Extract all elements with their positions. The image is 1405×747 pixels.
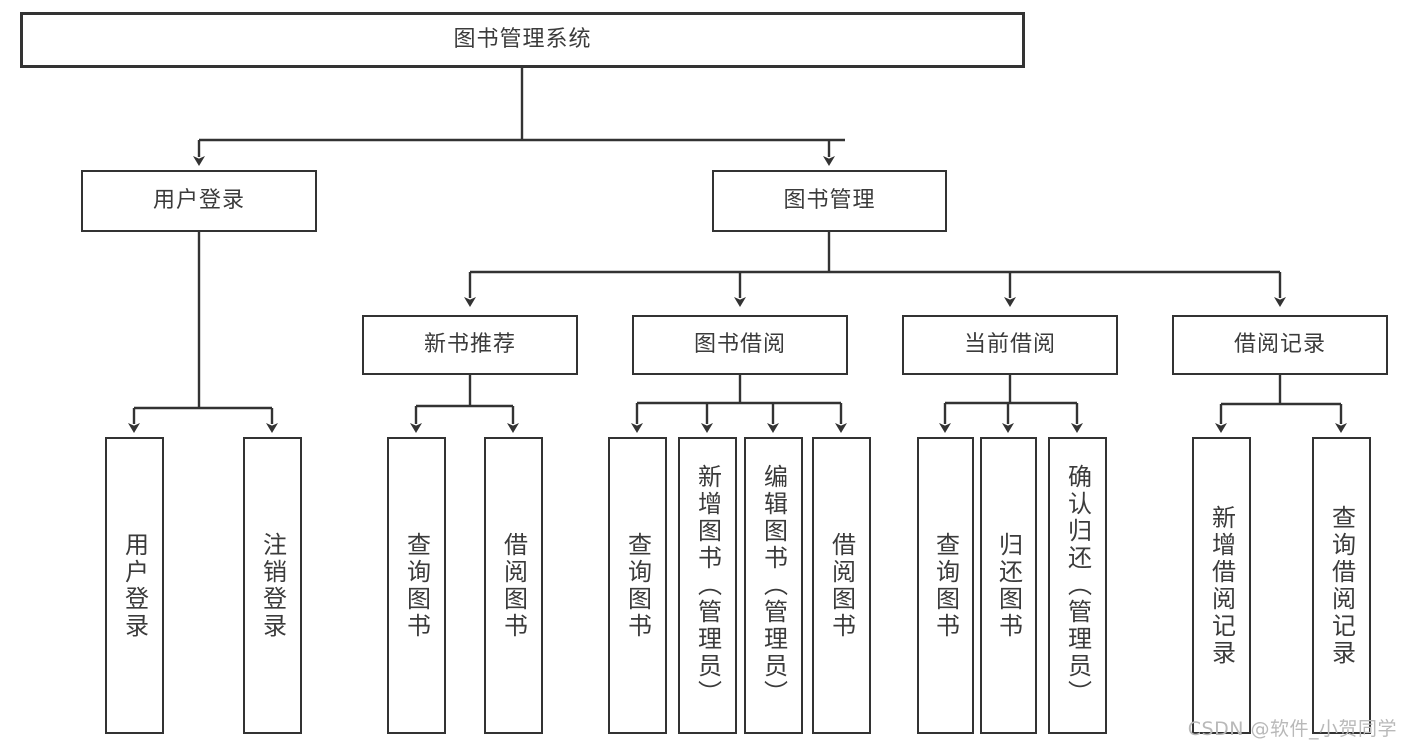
- node-borrow-record[interactable]: 借阅记录: [1172, 315, 1388, 375]
- node-leaf-query-book-2[interactable]: 查询图书: [608, 437, 667, 734]
- node-leaf-add-record-label: 新增借阅记录: [1207, 504, 1236, 667]
- node-leaf-query-book-1[interactable]: 查询图书: [387, 437, 446, 734]
- node-leaf-borrow-book-2-label: 借阅图书: [827, 531, 856, 640]
- node-leaf-add-book-label: 新增图书（管理员）: [693, 464, 722, 707]
- node-leaf-confirm-return-label: 确认归还（管理员）: [1063, 464, 1092, 707]
- node-leaf-query-record[interactable]: 查询借阅记录: [1312, 437, 1371, 734]
- node-leaf-borrow-book-1[interactable]: 借阅图书: [484, 437, 543, 734]
- node-root[interactable]: 图书管理系统: [20, 12, 1025, 68]
- node-leaf-query-book-2-label: 查询图书: [623, 531, 652, 640]
- node-borrow-record-label: 借阅记录: [1233, 332, 1326, 358]
- node-root-label: 图书管理系统: [453, 27, 592, 53]
- node-leaf-add-record[interactable]: 新增借阅记录: [1192, 437, 1251, 734]
- node-leaf-user-login-label: 用户登录: [120, 531, 149, 640]
- node-current-borrow-label: 当前借阅: [963, 332, 1056, 358]
- node-leaf-borrow-book-2[interactable]: 借阅图书: [812, 437, 871, 734]
- node-book-borrow[interactable]: 图书借阅: [632, 315, 848, 375]
- node-leaf-user-login[interactable]: 用户登录: [105, 437, 164, 734]
- node-new-book-rec[interactable]: 新书推荐: [362, 315, 578, 375]
- node-user-login-label: 用户登录: [152, 188, 245, 214]
- node-book-manage[interactable]: 图书管理: [712, 170, 947, 232]
- node-leaf-return-book-label: 归还图书: [994, 531, 1023, 640]
- node-book-manage-label: 图书管理: [783, 188, 876, 214]
- node-leaf-add-book[interactable]: 新增图书（管理员）: [678, 437, 737, 734]
- node-leaf-return-book[interactable]: 归还图书: [980, 437, 1037, 734]
- node-leaf-edit-book[interactable]: 编辑图书（管理员）: [744, 437, 803, 734]
- node-current-borrow[interactable]: 当前借阅: [902, 315, 1118, 375]
- node-leaf-confirm-return[interactable]: 确认归还（管理员）: [1048, 437, 1107, 734]
- node-leaf-user-logout-label: 注销登录: [258, 531, 287, 640]
- node-leaf-edit-book-label: 编辑图书（管理员）: [759, 464, 788, 707]
- node-user-login[interactable]: 用户登录: [81, 170, 317, 232]
- node-leaf-query-book-3-label: 查询图书: [931, 531, 960, 640]
- node-leaf-user-logout[interactable]: 注销登录: [243, 437, 302, 734]
- node-leaf-query-record-label: 查询借阅记录: [1327, 504, 1356, 667]
- node-leaf-query-book-1-label: 查询图书: [402, 531, 431, 640]
- node-book-borrow-label: 图书借阅: [693, 332, 786, 358]
- node-new-book-rec-label: 新书推荐: [423, 332, 516, 358]
- watermark-text: CSDN @软件_小贺同学: [1187, 718, 1397, 740]
- node-leaf-query-book-3[interactable]: 查询图书: [917, 437, 974, 734]
- node-leaf-borrow-book-1-label: 借阅图书: [499, 531, 528, 640]
